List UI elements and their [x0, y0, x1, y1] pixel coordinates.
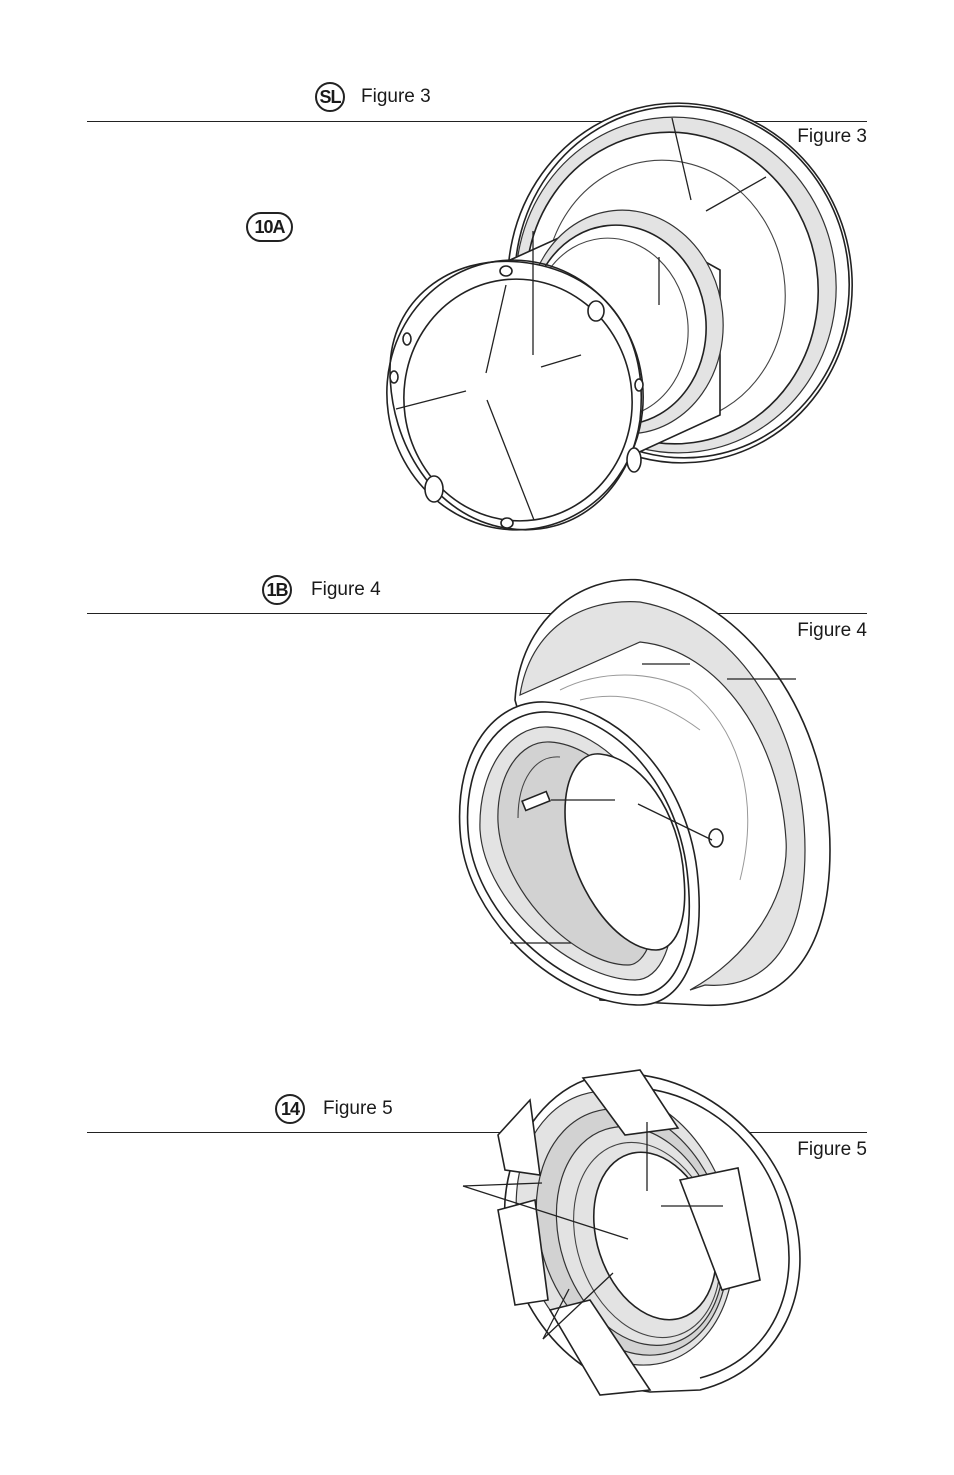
figure-4-drawing [458, 578, 831, 1007]
figure-3-right-caption: Figure 3 [797, 126, 867, 147]
figure-3-caption: Figure 3 [361, 86, 431, 107]
10a-badge: 10A [246, 212, 293, 242]
figure-5-caption: Figure 5 [323, 1098, 393, 1119]
section-divider-2 [87, 613, 867, 614]
figure-4-right-caption: Figure 4 [797, 620, 867, 641]
section-divider-3 [87, 1132, 867, 1133]
section-divider-1 [87, 121, 867, 122]
1b-badge: 1B [262, 575, 292, 605]
figure-3-drawing [386, 102, 853, 531]
figure-4-caption: Figure 4 [311, 579, 381, 600]
14-badge: 14 [275, 1094, 305, 1124]
sl-badge: SL [315, 82, 345, 112]
figure-5-right-caption: Figure 5 [797, 1139, 867, 1160]
figure-5-drawing [462, 1069, 801, 1396]
